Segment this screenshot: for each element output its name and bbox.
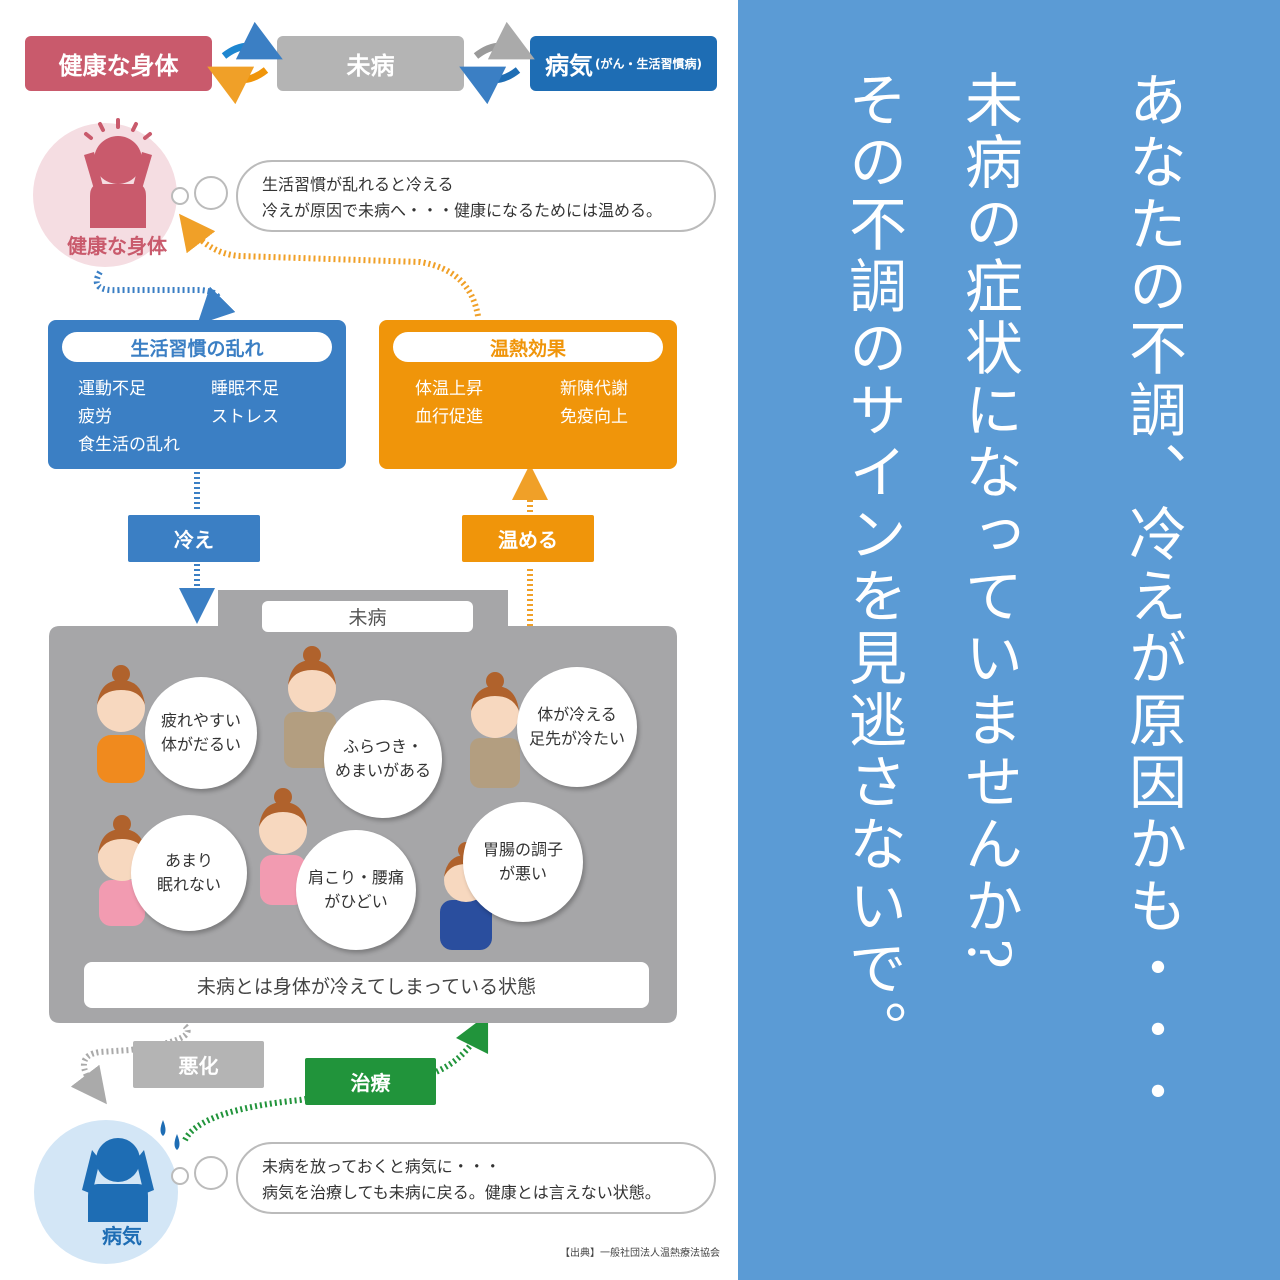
legend-healthy-label: 健康な身体 bbox=[58, 52, 179, 80]
lifestyle-box-title: 生活習慣の乱れ bbox=[62, 332, 332, 362]
headline-col1: あなたの不調、冷えが原因かも・・・ bbox=[1119, 70, 1187, 1124]
heat-item: 体温上昇 bbox=[415, 379, 483, 399]
woman-illustrations bbox=[97, 646, 520, 950]
symptom-line: 体が冷える bbox=[537, 705, 617, 724]
lifestyle-box: 生活習慣の乱れ 運動不足 睡眠不足 疲労 ストレス 食生活の乱れ bbox=[48, 320, 346, 469]
warm-label: 温める bbox=[462, 515, 594, 562]
symptom-dizziness: ふらつき・めまいがある bbox=[324, 700, 442, 818]
treat-label: 治療 bbox=[305, 1058, 436, 1105]
lifestyle-item: ストレス bbox=[211, 407, 279, 427]
lifestyle-item: 食生活の乱れ bbox=[78, 435, 180, 455]
healthy-bubble-line2: 冷えが原因で未病へ・・・健康になるためには温める。 bbox=[262, 201, 663, 220]
legend-disease-note: (がん・生活習慣病) bbox=[595, 57, 702, 71]
legend-healthy: 健康な身体 bbox=[25, 36, 212, 91]
lifestyle-item: 運動不足 bbox=[78, 379, 146, 399]
heat-item: 新陳代謝 bbox=[560, 379, 628, 399]
symptom-line: 胃腸の調子 bbox=[482, 840, 563, 859]
symptom-stomach: 胃腸の調子が悪い bbox=[463, 802, 583, 922]
chill-label: 冷え bbox=[128, 515, 260, 562]
mibyo-summary: 未病とは身体が冷えてしまっている状態 bbox=[84, 962, 649, 1008]
disease-bubble-line2: 病気を治療しても未病に戻る。健康とは言えない状態。 bbox=[262, 1183, 661, 1202]
worsen-label: 悪化 bbox=[133, 1041, 264, 1088]
symptom-line: 体がだるい bbox=[160, 735, 241, 754]
headline-panel: あなたの不調、冷えが原因かも・・・ 未病の症状になっていませんか? その不調のサ… bbox=[738, 0, 1280, 1280]
symptom-line: 足先が冷たい bbox=[528, 729, 625, 748]
disease-bubble-line1: 未病を放っておくと病気に・・・ bbox=[262, 1157, 501, 1176]
lifestyle-item: 睡眠不足 bbox=[211, 379, 279, 399]
symptom-cold-body: 体が冷える足先が冷たい bbox=[517, 667, 637, 787]
symptom-line: 肩こり・腰痛 bbox=[307, 868, 404, 887]
source-credit: 【出典】一般社団法人温熱療法協会 bbox=[560, 1248, 720, 1259]
heat-item: 免疫向上 bbox=[560, 407, 628, 427]
symptom-line: あまり bbox=[164, 851, 213, 870]
symptom-line: 眠れない bbox=[156, 875, 221, 894]
legend-disease-label: 病気 bbox=[545, 52, 593, 80]
lifestyle-item: 疲労 bbox=[78, 407, 112, 427]
heat-item: 血行促進 bbox=[415, 407, 483, 427]
mibyo-panel-tab: 未病 bbox=[262, 601, 473, 632]
healthy-bubble-line1: 生活習慣が乱れると冷える bbox=[262, 175, 454, 194]
symptom-line: めまいがある bbox=[334, 761, 431, 780]
legend-disease: 病気(がん・生活習慣病) bbox=[530, 36, 717, 91]
symptom-stiff-shoulders: 肩こり・腰痛がひどい bbox=[296, 830, 416, 950]
healthy-node-label: 健康な身体 bbox=[67, 234, 167, 258]
heat-box-title: 温熱効果 bbox=[393, 332, 663, 362]
disease-node-label: 病気 bbox=[102, 1224, 142, 1248]
disease-person-icon bbox=[82, 1120, 180, 1222]
legend-mibyo-label: 未病 bbox=[346, 52, 395, 80]
healthy-speech-bubble: 生活習慣が乱れると冷える 冷えが原因で未病へ・・・健康になるためには温める。 bbox=[236, 160, 716, 232]
symptom-fatigue: 疲れやすい体がだるい bbox=[145, 677, 257, 789]
symptom-insomnia: あまり眠れない bbox=[131, 815, 247, 931]
symptom-line: がひどい bbox=[324, 892, 388, 911]
headline-col2: 未病の症状になっていませんか? bbox=[955, 70, 1023, 974]
disease-speech-bubble: 未病を放っておくと病気に・・・ 病気を治療しても未病に戻る。健康とは言えない状態… bbox=[236, 1142, 716, 1214]
symptom-line: ふらつき・ bbox=[342, 737, 423, 756]
headline-col3: その不調のサインを見逃さないで。 bbox=[839, 70, 907, 1062]
cycle-arrows-1 bbox=[207, 21, 283, 105]
symptom-line: 疲れやすい bbox=[160, 711, 241, 730]
legend-mibyo: 未病 bbox=[277, 36, 464, 91]
healthy-person-icon bbox=[84, 118, 152, 228]
symptom-line: が悪い bbox=[498, 864, 547, 883]
heat-effect-box: 温熱効果 体温上昇 新陳代謝 血行促進 免疫向上 bbox=[379, 320, 677, 469]
cycle-arrows-2 bbox=[459, 21, 535, 105]
